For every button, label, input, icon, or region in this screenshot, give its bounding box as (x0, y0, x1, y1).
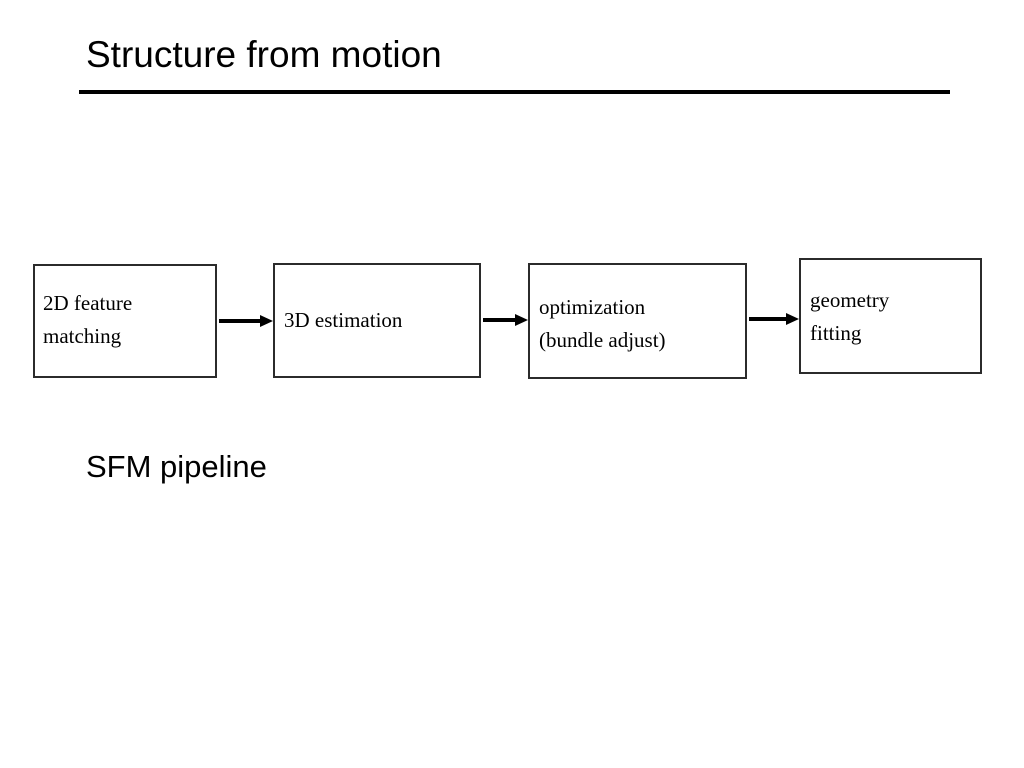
diagram-node-optimization (528, 263, 747, 379)
diagram-node-label-feature-matching: 2D feature matching (43, 291, 133, 348)
diagram-node-label-geometry-fitting: geometry fitting (810, 288, 890, 345)
arrow-head (786, 313, 799, 325)
arrow-head (515, 314, 528, 326)
page-title: Structure from motion (86, 34, 442, 75)
arrow-right-icon-optimization-to-geometry-fitting (749, 311, 800, 327)
diagram-node-3d-estimation (273, 263, 481, 378)
arrow-right-icon-feature-matching-to-3d-estimation (219, 313, 274, 329)
diagram-node-geometry-fitting (799, 258, 982, 374)
arrow-right-icon-3d-estimation-to-optimization (483, 312, 529, 328)
diagram-node-label-3d-estimation: 3D estimation (284, 308, 403, 332)
arrow-shaft (749, 317, 788, 321)
arrow-head (260, 315, 273, 327)
arrow-shaft (219, 319, 262, 323)
title-underline-rule (79, 90, 950, 94)
diagram-caption: SFM pipeline (86, 449, 267, 484)
diagram-node-feature-matching (33, 264, 217, 378)
diagram-node-label-optimization: optimization (bundle adjust) (539, 295, 666, 352)
arrow-shaft (483, 318, 517, 322)
